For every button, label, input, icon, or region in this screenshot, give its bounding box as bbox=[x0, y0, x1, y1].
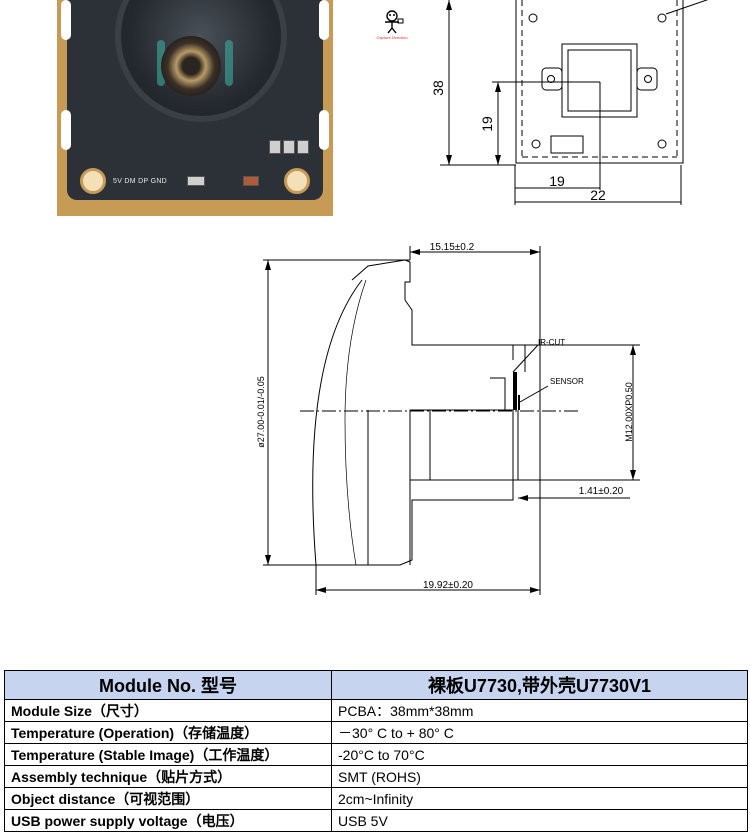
arrow-head bbox=[630, 470, 636, 480]
ircut-leader bbox=[512, 344, 539, 373]
arrow-head bbox=[446, 155, 452, 165]
dim-label-flange: 1.41±0.20 bbox=[579, 486, 624, 497]
mount-slot bbox=[319, 0, 329, 40]
spec-key: Assembly technique（贴片方式） bbox=[4, 765, 332, 788]
mount-hole bbox=[80, 168, 106, 194]
arrow-head bbox=[630, 345, 636, 355]
component-chip bbox=[283, 140, 295, 154]
connector-outline bbox=[550, 135, 584, 154]
spec-table-header: Module No. 型号 裸板U7730,带外壳U7730V1 bbox=[4, 670, 748, 700]
spec-key: Temperature (Stable Image)（工作温度） bbox=[4, 743, 332, 766]
camera-module-photo bbox=[57, 0, 333, 216]
mount-slot bbox=[319, 110, 329, 150]
mount-screw bbox=[644, 75, 652, 83]
mount-slot bbox=[61, 0, 71, 40]
logo-figure-icon bbox=[385, 10, 404, 34]
dim-label-19-vertical: 19 bbox=[479, 116, 495, 132]
table-row: Module Size（尺寸） PCBA：38mm*38mm bbox=[4, 699, 748, 722]
dim-label-total: 19.92±0.20 bbox=[423, 580, 473, 591]
table-row: USB power supply voltage（电压） USB 5V bbox=[4, 809, 748, 832]
dim-label-length: 15.15±0.2 bbox=[430, 242, 475, 253]
spec-value: PCBA：38mm*38mm bbox=[331, 699, 748, 722]
component-chip bbox=[269, 140, 281, 154]
header-module-no: Module No. 型号 bbox=[4, 670, 332, 700]
arrow-head bbox=[446, 0, 452, 10]
arrow-head bbox=[316, 587, 326, 593]
sensor-leader bbox=[519, 385, 549, 403]
corner-hole bbox=[531, 139, 541, 149]
brand-logo: Capture Direction bbox=[372, 8, 412, 44]
sensor-chip bbox=[518, 395, 520, 410]
table-row: Temperature (Operation)（存储温度） －30° C to … bbox=[4, 721, 748, 744]
ircut-label: IR-CUT bbox=[538, 338, 565, 347]
corner-hole bbox=[657, 139, 667, 149]
spec-key: USB power supply voltage（电压） bbox=[4, 809, 332, 832]
lens-reflection bbox=[225, 40, 233, 86]
mount-hole bbox=[284, 168, 310, 194]
arrow-head bbox=[530, 587, 540, 593]
pin-caption: 5V DM DP GND bbox=[113, 178, 168, 185]
table-row: Object distance（可视范围） 2cm~Infinity bbox=[4, 787, 748, 810]
lens-barrel-top bbox=[351, 259, 514, 360]
arrow-head bbox=[495, 82, 501, 92]
spec-value: －30° C to + 80° C bbox=[331, 721, 748, 744]
lens-dome-inner bbox=[344, 279, 367, 566]
component-chip bbox=[187, 176, 205, 186]
spec-value: SMT (ROHS) bbox=[331, 765, 748, 788]
arrow-head bbox=[265, 555, 271, 565]
lens-barrel-bottom bbox=[316, 480, 514, 566]
board-dimension-drawing: 38 19 19 22 bbox=[430, 0, 709, 205]
arrow-head bbox=[495, 155, 501, 165]
spec-table: Module No. 型号 裸板U7730,带外壳U7730V1 Module … bbox=[4, 670, 748, 832]
spec-value: USB 5V bbox=[331, 809, 748, 832]
dim-label-thread: M12.00XP0.50 bbox=[624, 382, 634, 442]
mount-screw bbox=[547, 75, 555, 83]
spec-value: -20°C to 70°C bbox=[331, 743, 748, 766]
mount-slot bbox=[61, 110, 71, 150]
arrow-head bbox=[410, 249, 420, 255]
component-chip bbox=[243, 176, 259, 186]
lens-dome bbox=[312, 279, 363, 566]
header-model: 裸板U7730,带外壳U7730V1 bbox=[331, 670, 748, 700]
lens-mount-ear bbox=[636, 67, 658, 91]
leader-line bbox=[665, 0, 709, 15]
ircut-holder bbox=[490, 377, 506, 410]
spec-key: Temperature (Operation)（存储温度） bbox=[4, 721, 332, 744]
component-chip bbox=[297, 140, 309, 154]
lens-mount-ear bbox=[541, 67, 563, 91]
dim-label-38: 38 bbox=[430, 80, 446, 96]
lens-dimension-drawing: 15.15±0.2 IR-CUT SENSOR ø27.00-0.01/-0.0… bbox=[256, 242, 640, 595]
arrow-head bbox=[518, 495, 528, 501]
ircut-holder bbox=[518, 344, 526, 372]
logo-text: Capture Direction bbox=[376, 35, 408, 40]
table-row: Assembly technique（贴片方式） SMT (ROHS) bbox=[4, 765, 748, 788]
corner-hole bbox=[528, 13, 538, 23]
spec-value: 2cm~Infinity bbox=[331, 787, 748, 810]
spec-key: Module Size（尺寸） bbox=[4, 699, 332, 722]
dim-label-22: 22 bbox=[590, 187, 606, 203]
dim-label-19-horizontal: 19 bbox=[549, 173, 565, 189]
ircut-filter bbox=[513, 372, 517, 410]
dim-label-diameter: ø27.00-0.01/-0.05 bbox=[256, 376, 266, 448]
table-row: Temperature (Stable Image)（工作温度） -20°C t… bbox=[4, 743, 748, 766]
arrow-head bbox=[530, 249, 540, 255]
arrow-head bbox=[265, 260, 271, 270]
lens-center bbox=[161, 36, 221, 96]
sensor-label: SENSOR bbox=[550, 377, 584, 386]
corner-hole bbox=[657, 13, 667, 23]
spec-key: Object distance（可视范围） bbox=[4, 787, 332, 810]
